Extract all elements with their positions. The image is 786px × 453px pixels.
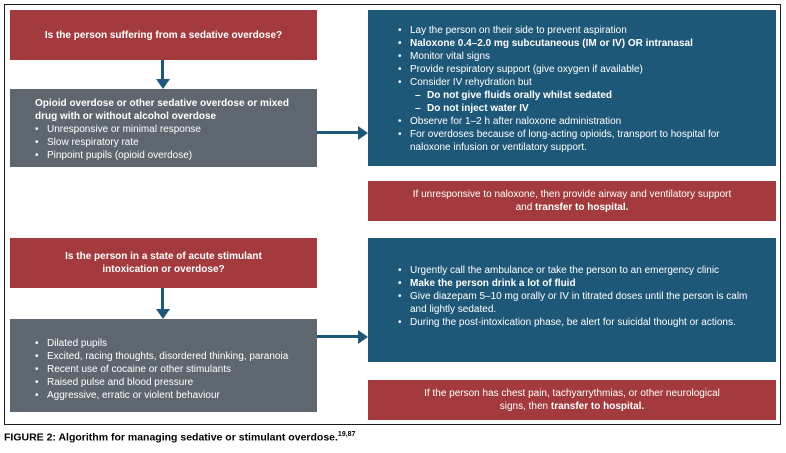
list-item: • Dilated pupils: [35, 337, 305, 350]
list-item-text: Recent use of cocaine or other stimulant…: [47, 364, 231, 375]
list-item-text: Aggressive, erratic or violent behaviour: [47, 390, 220, 401]
bullet-marker: •: [398, 291, 402, 302]
list-item-text: Pinpoint pupils (opioid overdose): [47, 150, 193, 161]
figure-caption-label: FIGURE 2:: [4, 431, 56, 444]
stimulant-management-list: • Urgently call the ambulance or take the…: [398, 264, 748, 329]
bullet-marker: •: [398, 64, 402, 75]
bullet-marker: •: [398, 317, 402, 328]
sedative-signs-list: • Unresponsive or minimal response • Slow r…: [35, 123, 305, 162]
list-item: • Naloxone 0.4–2.0 mg subcutaneous (IM or…: [398, 37, 754, 50]
list-item: • Slow respiratory rate: [35, 136, 305, 149]
list-item-text: Consider IV rehydration but: [410, 77, 532, 88]
stimulant-escalation-text: If the person has chest pain, tachyarryt…: [410, 387, 734, 413]
bullet-marker: –: [415, 90, 421, 101]
list-item: • Give diazepam 5–10 mg orally or IV in t…: [398, 290, 748, 316]
list-item-text: Observe for 1–2 h after naloxone adminis…: [410, 116, 622, 127]
right-arrow-sedative: [317, 131, 358, 134]
sedative-management-box: • Lay the person on their side to prevent…: [368, 10, 776, 166]
stimulant-signs-list: • Dilated pupils • Excited, racing thoughts…: [35, 337, 305, 402]
list-item-text: Raised pulse and blood pressure: [47, 377, 194, 388]
figure-caption-references: 19,87: [337, 431, 356, 438]
bullet-marker: •: [35, 150, 39, 161]
bullet-marker: •: [398, 77, 402, 88]
list-item-text: Slow respiratory rate: [47, 137, 139, 148]
bullet-marker: •: [35, 124, 39, 135]
list-item: • Provide respiratory support (give oxyge…: [398, 63, 754, 76]
stimulant-escalation-box: If the person has chest pain, tachyarryt…: [368, 380, 776, 420]
list-item-text: Provide respiratory support (give oxygen…: [410, 64, 643, 75]
stimulant-escalation-regular: If the person has chest pain, tachyarryt…: [424, 388, 720, 412]
list-item: • Unresponsive or minimal response: [35, 123, 305, 136]
list-item: • For overdoses because of long-acting op…: [398, 128, 754, 154]
bullet-marker: •: [398, 25, 402, 36]
bullet-marker: •: [35, 364, 39, 375]
list-item: –Do not inject water IV: [415, 102, 754, 115]
list-item: • Monitor vital signs: [398, 50, 754, 63]
stimulant-management-box: • Urgently call the ambulance or take the…: [368, 238, 776, 362]
list-item: • Recent use of cocaine or other stimulan…: [35, 363, 305, 376]
stimulant-signs-box: • Dilated pupils • Excited, racing thoughts…: [10, 319, 317, 412]
list-item: • Urgently call the ambulance or take the…: [398, 264, 748, 277]
sedative-signs-heading: Opioid overdose or other sedative overdo…: [35, 98, 289, 122]
bullet-marker: •: [35, 338, 39, 349]
figure-caption-text: Algorithm for managing sedative or stimu…: [55, 431, 338, 444]
sedative-question-text: Is the person suffering from a sedative …: [44, 29, 283, 41]
list-item-text: Do not inject water IV: [427, 103, 529, 114]
list-item-text: Excited, racing thoughts, disordered thi…: [47, 351, 289, 362]
list-item: • Raised pulse and blood pressure: [35, 376, 305, 389]
figure-caption: FIGURE 2: Algorithm for managing sedativ…: [4, 431, 355, 444]
list-item-text: During the post-intoxication phase, be a…: [410, 317, 736, 328]
bullet-marker: •: [398, 38, 402, 49]
bullet-marker: •: [398, 116, 402, 127]
list-item: • Excited, racing thoughts, disordered th…: [35, 350, 305, 363]
bullet-marker: •: [35, 377, 39, 388]
bullet-marker: •: [398, 278, 402, 289]
down-arrow-stimulant: [161, 288, 164, 310]
bullet-marker: •: [398, 51, 402, 62]
down-arrow-sedative: [161, 60, 164, 80]
stimulant-question-text: Is the person in a state of acute stimul…: [65, 251, 262, 275]
bullet-marker: •: [35, 137, 39, 148]
list-item: –Do not give fluids orally whilst sedate…: [415, 89, 754, 102]
sedative-escalation-regular: If unresponsive to naloxone, then provid…: [412, 189, 732, 213]
bullet-marker: •: [35, 351, 39, 362]
list-item-text: Dilated pupils: [47, 338, 108, 349]
list-item: • Observe for 1–2 h after naloxone admini…: [398, 115, 754, 128]
figure-border: [4, 4, 781, 425]
bullet-marker: •: [35, 390, 39, 401]
bullet-marker: •: [398, 129, 402, 140]
bullet-marker: –: [415, 103, 421, 114]
sedative-escalation-bold: transfer to hospital.: [535, 202, 629, 213]
list-item-text: Unresponsive or minimal response: [47, 124, 201, 135]
stimulant-escalation-bold: transfer to hospital.: [550, 401, 645, 412]
list-item-text: Give diazepam 5–10 mg orally or IV in ti…: [410, 291, 748, 315]
list-item: • Lay the person on their side to prevent…: [398, 24, 754, 37]
list-item-text: Naloxone 0.4–2.0 mg subcutaneous (IM or …: [410, 38, 693, 49]
right-arrow-stimulant: [317, 335, 358, 338]
sedative-escalation-text: If unresponsive to naloxone, then provid…: [410, 188, 734, 214]
stimulant-question-box: Is the person in a state of acute stimul…: [10, 238, 317, 288]
list-item-text: Monitor vital signs: [410, 51, 491, 62]
sedative-signs-box: Opioid overdose or other sedative overdo…: [10, 89, 317, 167]
list-item-text: Make the person drink a lot of fluid: [410, 278, 576, 289]
list-item: • Consider IV rehydration but: [398, 76, 754, 89]
list-item: • Make the person drink a lot of fluid: [398, 277, 748, 290]
sedative-management-list: • Lay the person on their side to prevent…: [398, 24, 754, 154]
list-item: • During the post-intoxication phase, be …: [398, 316, 748, 329]
list-item-text: Do not give fluids orally whilst sedated: [427, 90, 613, 101]
list-item-text: Lay the person on their side to prevent …: [410, 25, 627, 36]
sedative-question-box: Is the person suffering from a sedative …: [10, 10, 317, 60]
list-item: • Aggressive, erratic or violent behaviou…: [35, 389, 305, 402]
list-item-text: Urgently call the ambulance or take the …: [410, 265, 720, 276]
list-item: • Pinpoint pupils (opioid overdose): [35, 149, 305, 162]
sedative-escalation-box: If unresponsive to naloxone, then provid…: [368, 181, 776, 221]
bullet-marker: •: [398, 265, 402, 276]
list-item-text: For overdoses because of long-acting opi…: [410, 129, 720, 153]
